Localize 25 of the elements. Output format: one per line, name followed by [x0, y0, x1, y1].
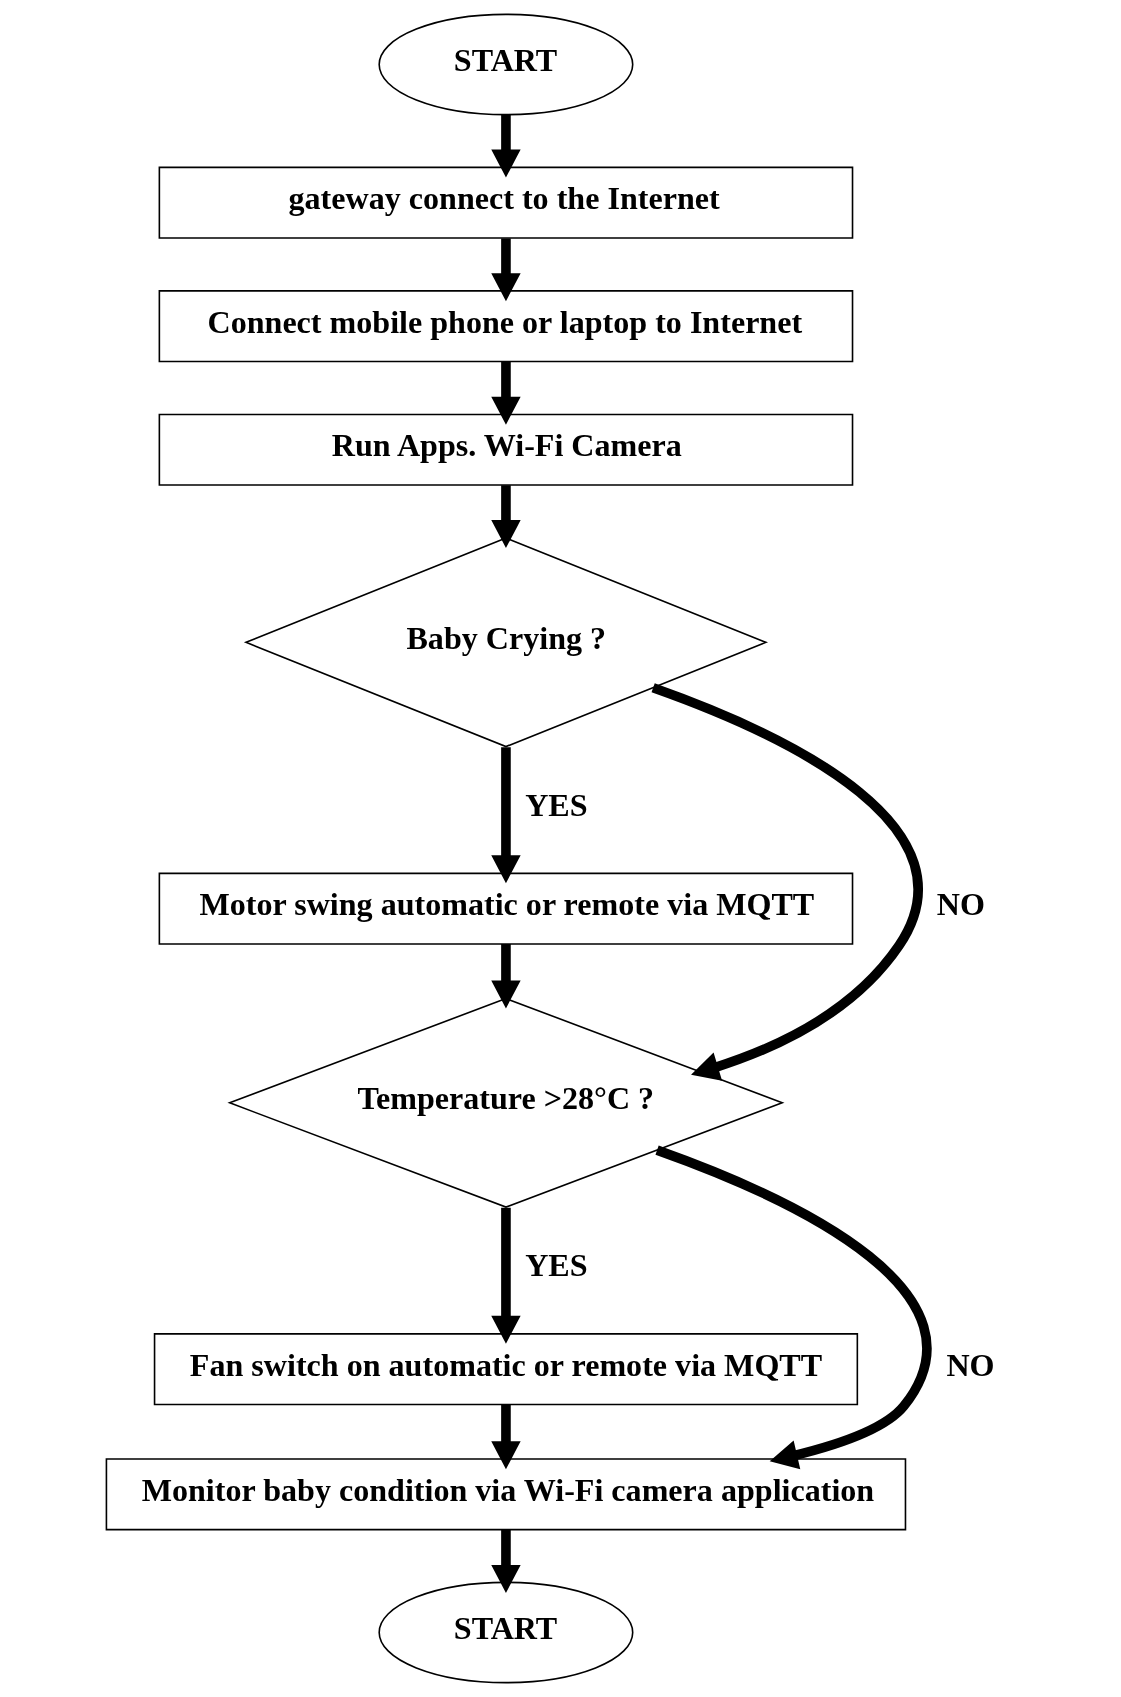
arrow [491, 944, 521, 1009]
arrow [491, 1530, 521, 1593]
node-diamond: Baby Crying ? [243, 537, 769, 748]
node-box: Connect mobile phone or laptop to Internet [158, 290, 854, 363]
edge-label: NO [946, 1346, 995, 1383]
edge-label: YES [525, 1247, 588, 1284]
arrow [651, 683, 923, 1081]
arrow [491, 1404, 521, 1470]
arrow [491, 238, 521, 302]
node-box: Monitor baby condition via Wi-Fi camera application [105, 1458, 907, 1531]
node-box: Motor swing automatic or remote via MQTT [158, 872, 854, 945]
edge-label: NO [936, 886, 985, 923]
node-box: Run Apps. Wi-Fi Camera [158, 413, 854, 486]
arrow [491, 1207, 521, 1344]
arrow [491, 485, 521, 549]
arrow [491, 747, 521, 884]
arrow [655, 1145, 932, 1470]
arrow [491, 114, 521, 178]
node-diamond: Temperature >28°C ? [227, 997, 785, 1208]
node-box: Fan switch on automatic or remote via MQTT [153, 1333, 859, 1406]
node-box: gateway connect to the Internet [158, 166, 854, 239]
node-ellipse: START [378, 1581, 634, 1684]
arrow [491, 362, 521, 425]
node-ellipse: START [378, 13, 634, 116]
edge-label: YES [525, 786, 588, 823]
